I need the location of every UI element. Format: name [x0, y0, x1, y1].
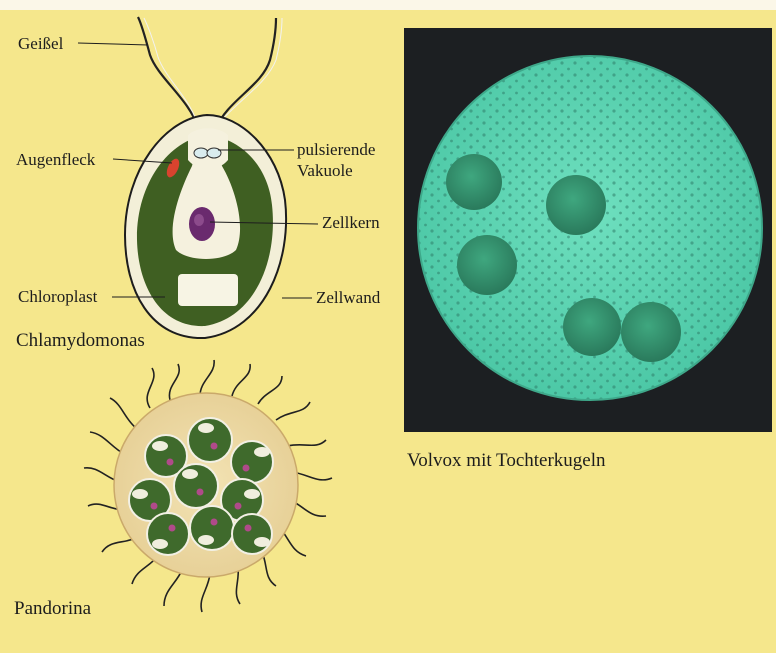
label-zellwand: Zellwand — [316, 288, 380, 307]
caption-chlamydomonas: Chlamydomonas — [16, 330, 145, 352]
label-augenfleck: Augenfleck — [16, 150, 95, 169]
label-zellkern: Zellkern — [322, 213, 380, 232]
caption-pandorina: Pandorina — [14, 598, 91, 620]
label-pulsierende: pulsierende — [297, 140, 375, 159]
label-chloroplast: Chloroplast — [18, 287, 97, 306]
caption-volvox: Volvox mit Tochterkugeln — [407, 450, 606, 472]
label-vakuole: Vakuole — [297, 161, 353, 180]
label-geissel: Geißel — [18, 34, 63, 53]
volvox-panel — [404, 28, 772, 432]
pandorina-colony — [84, 360, 332, 612]
chlamydomonas-cell — [78, 17, 318, 338]
